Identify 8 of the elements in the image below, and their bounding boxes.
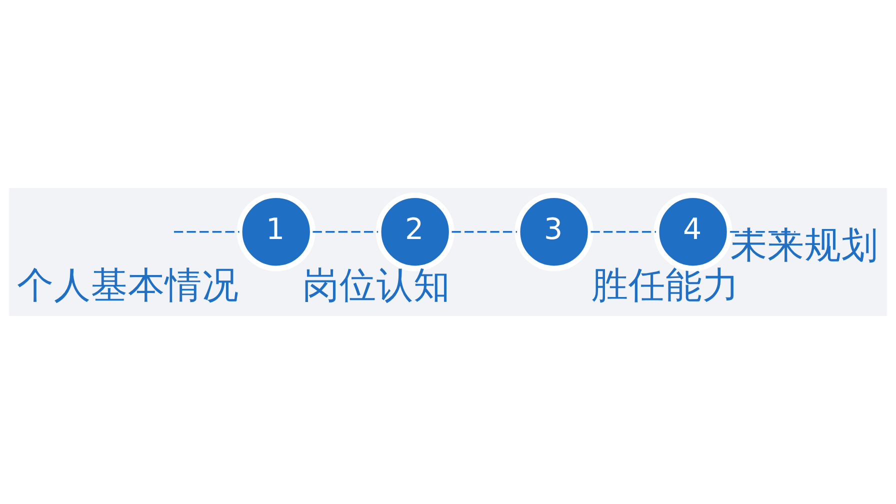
node-label: 个人基本情况 [17, 264, 239, 307]
connector [730, 230, 796, 233]
connector [312, 230, 378, 233]
connector [452, 230, 518, 233]
node-circle: 3 [514, 192, 594, 272]
connector [174, 230, 240, 233]
connector [590, 230, 656, 233]
node-label: 未来规划 [730, 223, 879, 266]
